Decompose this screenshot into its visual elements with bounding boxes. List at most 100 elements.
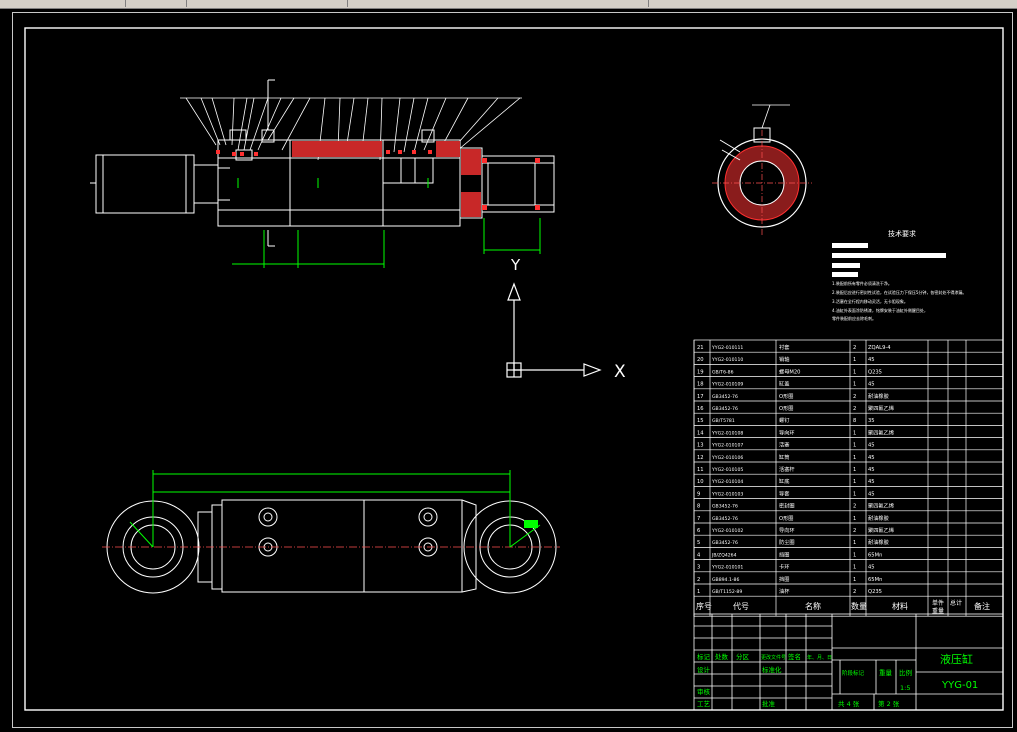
bom-cell: 8: [853, 418, 856, 424]
bom-cell: 13: [697, 443, 704, 449]
bom-cell: 11: [697, 467, 704, 473]
bom-cell: 20: [697, 357, 704, 363]
bom-cell: 9: [697, 491, 700, 497]
tech-req-line: 4.油缸外表面涂防锈漆，铭牌安装于油缸外侧醒目处，: [832, 307, 928, 313]
bom-table-grid: [693, 339, 1004, 617]
tb-drawing-name: 液压缸: [940, 652, 973, 666]
bom-cell: 65Mn: [868, 577, 882, 583]
bom-cell: 4: [697, 552, 701, 558]
tb-standardize-label: 标准化: [762, 665, 782, 674]
bom-header-cell: 备注: [974, 601, 990, 611]
bom-cell: 45: [868, 455, 875, 461]
bom-cell: 1: [853, 430, 856, 436]
bom-cell: 聚四氟乙烯: [868, 526, 894, 534]
bom-cell: 12: [697, 455, 704, 461]
drawing-outer-frame: [12, 12, 1013, 728]
bom-cell: YYG2-010109: [711, 382, 743, 388]
bom-cell: GB3452-76: [712, 540, 738, 546]
bom-cell: 65Mn: [868, 552, 882, 558]
exterior-view: [102, 499, 560, 594]
tb-design-label: 设计: [697, 665, 711, 674]
section-view: [90, 79, 555, 247]
bom-cell: YYG2-010111: [711, 345, 743, 351]
bom-cell: 销轴: [779, 355, 789, 363]
dim-arrow-mark: [524, 520, 538, 528]
bom-cell: 2: [853, 528, 856, 534]
bom-cell: 15: [697, 418, 704, 424]
bom-header-cell: 单件: [932, 599, 944, 607]
bom-cell: YYG2-010106: [711, 455, 743, 461]
bom-cell: 2: [697, 577, 700, 583]
bom-cell: 挡圈: [779, 575, 789, 583]
toolbar-segment[interactable]: [126, 0, 187, 7]
tech-req-line: 2.装配后应进行密封性试验，在试验压力下保压5分钟，各密封处不得渗漏。: [832, 289, 966, 295]
bom-cell: 10: [697, 479, 704, 485]
bom-cell: 1: [853, 552, 856, 558]
bom-cell: 螺母M20: [779, 367, 800, 375]
end-section-view: [712, 104, 812, 236]
bom-cell: GB/T1152-89: [712, 589, 742, 595]
bom-cell: 45: [868, 357, 875, 363]
tb-date-label: 年、月、日: [807, 654, 832, 661]
bom-cell: 2: [853, 406, 856, 412]
bom-cell: GB3452-76: [712, 504, 738, 510]
bom-cell: YYG2-010110: [711, 357, 743, 363]
tech-req-line: 1.装配前所有零件必须清洗干净。: [832, 280, 892, 286]
bom-cell: 耐油橡胶: [868, 538, 889, 546]
tb-review-label: 审核: [697, 687, 711, 696]
bom-cell: 2: [853, 345, 856, 351]
bom-cell: 14: [697, 430, 704, 436]
tb-stage-mark-label: 阶段标记: [842, 669, 865, 677]
bom-cell: YYG2-010104: [711, 479, 743, 485]
bom-cell: 油杯: [779, 587, 790, 595]
bom-cell: 16: [697, 406, 704, 412]
tb-sheet-total: 共 4 张: [838, 699, 860, 708]
bom-cell: 45: [868, 491, 875, 497]
toolbar-segment[interactable]: [187, 0, 348, 7]
bom-cell: 耐油橡胶: [868, 392, 889, 400]
window-toolbar: [0, 0, 1017, 9]
tb-sheet-num: 第 2 张: [878, 699, 900, 708]
toolbar-segment[interactable]: [0, 0, 126, 7]
tb-approve-label: 批准: [762, 699, 776, 708]
bom-cell: O形圈: [779, 392, 793, 400]
exterior-dimensions: [129, 470, 541, 548]
toolbar-segment[interactable]: [348, 0, 649, 7]
bom-cell: 6: [697, 528, 700, 534]
tb-count-label: 处数: [715, 652, 729, 661]
bom-cell: 1: [853, 491, 856, 497]
ucs-y-label: Y: [510, 256, 521, 274]
bom-cell: 2: [853, 589, 856, 595]
bom-cell: 1: [853, 479, 856, 485]
bom-cell: 耐油橡胶: [868, 514, 889, 522]
bom-cell: 1: [853, 382, 856, 388]
tb-scale-value: 1:5: [900, 684, 910, 692]
bom-header-cell: 数量: [851, 601, 867, 611]
bom-cell: 1: [853, 357, 856, 363]
tech-req-line: 3.活塞在全行程内移动灵活，无卡阻现象。: [832, 298, 908, 304]
bom-cell: GB/T5781: [712, 418, 735, 424]
ucs-x-label: X: [614, 362, 626, 382]
bom-cell: 密封圈: [779, 502, 795, 510]
tb-weight-label: 重量: [879, 669, 893, 677]
bom-cell: 1: [853, 516, 856, 522]
bom-cell: 卡环: [779, 563, 789, 571]
bom-cell: 2: [853, 504, 856, 510]
bom-cell: GB3452-76: [712, 394, 738, 400]
bom-cell: 45: [868, 479, 875, 485]
bom-cell: 活塞杆: [779, 465, 795, 473]
bom-header-cell: 代号: [733, 601, 749, 611]
bom-cell: 1: [853, 540, 856, 546]
bom-cell: 螺钉: [779, 416, 789, 424]
bom-cell: 3: [697, 565, 700, 571]
tb-drawing-number: YYG-01: [941, 680, 978, 691]
bom-cell: Q235: [868, 589, 882, 595]
bom-cell: 聚四氟乙烯: [868, 404, 894, 412]
section-hatching: [216, 141, 540, 217]
bom-cell: YYG2-010108: [711, 430, 743, 436]
bom-cell: 45: [868, 443, 875, 449]
tb-sign-label: 签名: [788, 652, 801, 661]
bom-cell: 18: [697, 382, 704, 388]
